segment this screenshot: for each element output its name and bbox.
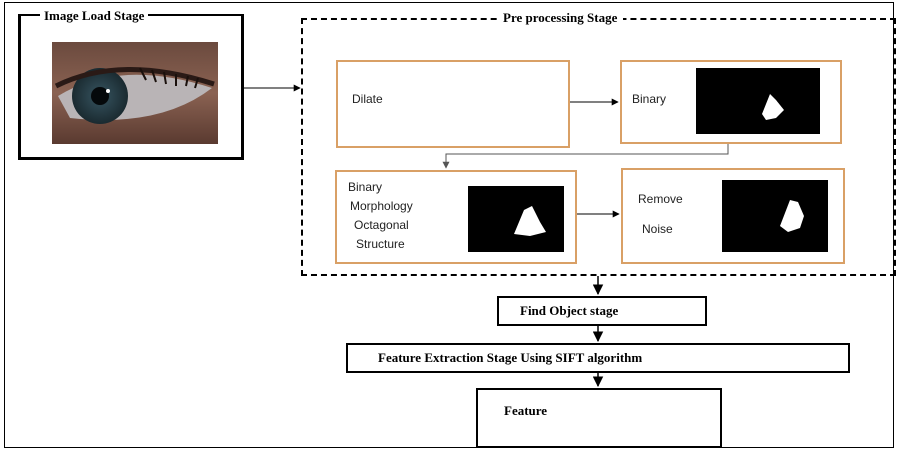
morphology-image: [468, 186, 564, 252]
feature-box: [476, 388, 722, 448]
dilate-box: [336, 60, 570, 148]
image-load-stage-title: Image Load Stage: [40, 8, 149, 24]
image-load-stage-box: [18, 14, 244, 160]
morphology-label-4: Structure: [356, 237, 405, 251]
find-object-stage-label: Find Object stage: [520, 303, 619, 318]
binary-label: Binary: [632, 92, 667, 106]
remove-noise-image: [722, 180, 828, 252]
feature-extraction-stage-label: Feature Extraction Stage Using SIFT algo…: [378, 350, 643, 365]
preprocessing-stage-title: Pre processing Stage: [497, 10, 624, 26]
binary-image: [696, 68, 820, 134]
remove-noise-label-1: Remove: [638, 192, 683, 206]
morphology-label-2: Morphology: [350, 199, 413, 213]
feature-extraction-stage-box: [346, 343, 850, 373]
remove-noise-label-2: Noise: [642, 222, 673, 236]
morphology-label-3: Octagonal: [354, 218, 409, 232]
feature-label: Feature: [504, 403, 548, 418]
diagram-frame: [4, 2, 894, 448]
morphology-label-1: Binary: [348, 180, 383, 194]
dilate-label: Dilate: [352, 92, 383, 106]
find-object-stage-box: [497, 296, 707, 326]
